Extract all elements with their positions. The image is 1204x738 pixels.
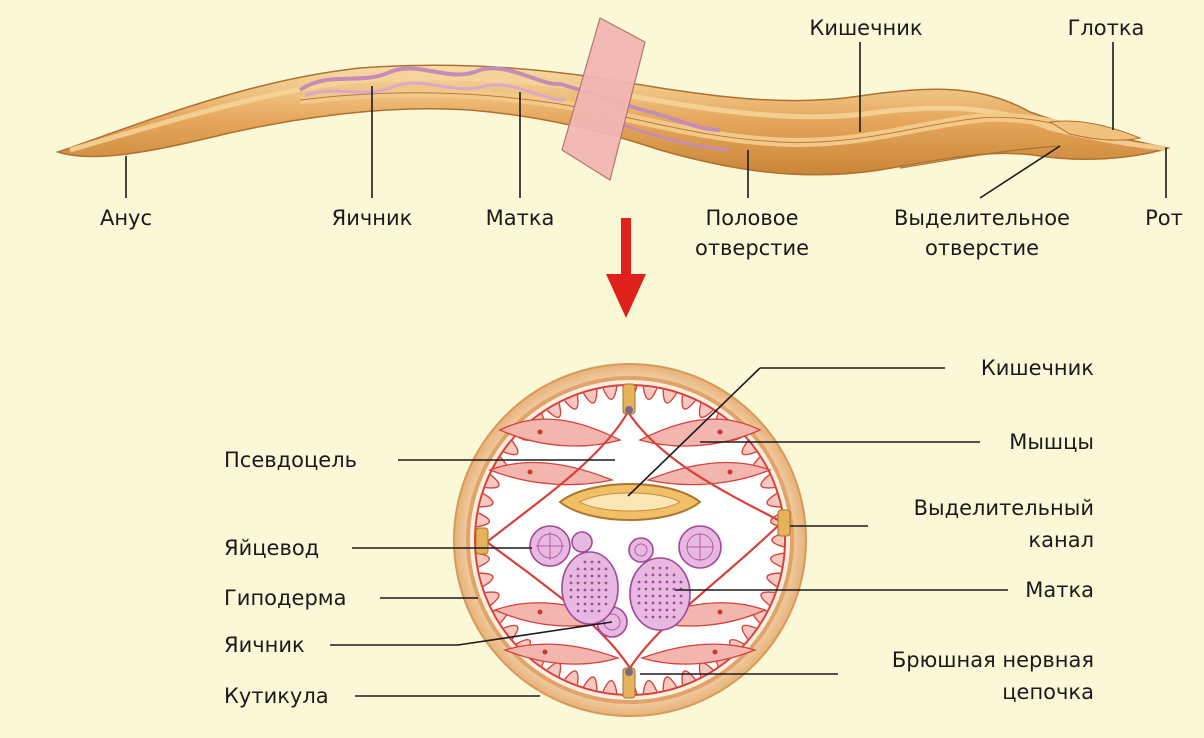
label-nerve-cord-2: цепочка — [1002, 678, 1094, 706]
label-excretory-pore: Выделительное — [894, 204, 1070, 232]
label-uterus: Матка — [486, 204, 555, 232]
label-pharynx: Глотка — [1068, 14, 1145, 42]
label-excretory-canal: Выделительный — [914, 494, 1094, 522]
label-oviduct: Яйцевод — [224, 534, 319, 562]
label-ovary-section: Яичник — [224, 631, 305, 659]
label-uterus-section: Матка — [1025, 576, 1094, 604]
label-genital-pore: Половое — [705, 204, 798, 232]
label-intestine: Кишечник — [809, 14, 922, 42]
label-mouth: Рот — [1145, 204, 1183, 232]
label-hypodermis: Гиподерма — [224, 584, 347, 612]
label-anus: Анус — [100, 204, 152, 232]
label-intestine-section: Кишечник — [981, 354, 1094, 382]
cross-section — [454, 364, 806, 716]
label-cuticle: Кутикула — [224, 682, 329, 710]
label-excretory-pore-2: отверстие — [925, 234, 1039, 262]
label-excretory-canal-2: канал — [1028, 526, 1094, 554]
label-genital-pore-2: отверстие — [695, 234, 809, 262]
label-ovary: Яичник — [332, 204, 413, 232]
label-nerve-cord: Брюшная нервная — [892, 646, 1094, 674]
down-arrow-icon — [606, 218, 646, 318]
label-muscles: Мышцы — [1009, 428, 1094, 456]
label-pseudocoel: Псевдоцель — [224, 446, 357, 474]
